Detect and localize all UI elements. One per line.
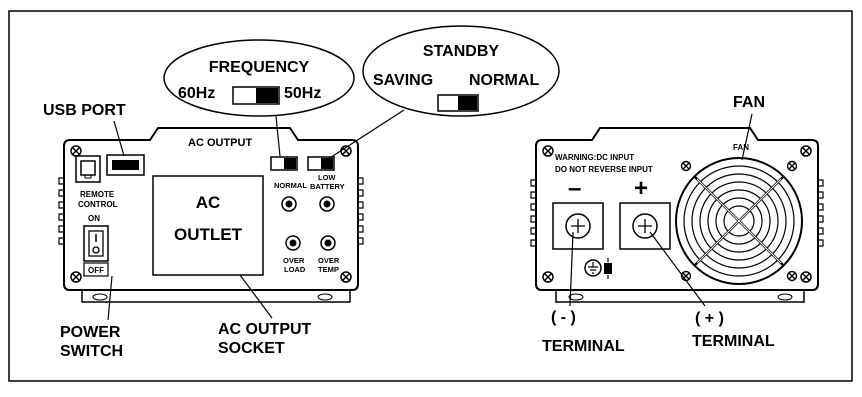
rear-left-fins	[530, 179, 536, 247]
ac-socket-leader-line	[239, 274, 273, 319]
fan-label: FAN	[733, 94, 765, 111]
remote-jack-clip	[84, 175, 92, 179]
frequency-switch-knob	[284, 158, 296, 169]
frequency-title: FREQUENCY	[209, 59, 310, 76]
power-switch-leader-line	[107, 275, 113, 321]
standby-leader-line	[321, 109, 405, 164]
rear-panel: WARNING:DC INPUT DO NOT REVERSE INPUT – …	[530, 127, 824, 303]
ac-socket-label-1: AC OUTPUT	[218, 321, 312, 338]
fan-leader-line	[741, 113, 753, 161]
front-rail-slot-left	[92, 293, 108, 301]
fan	[675, 157, 803, 285]
indicator-leds	[281, 196, 336, 251]
frequency-callout-bubble	[163, 39, 355, 117]
pos-terminal-label-2: TERMINAL	[692, 333, 775, 350]
switch-on-label: ON	[88, 214, 100, 223]
pos-terminal-label-1: ( + )	[695, 310, 724, 327]
over-load-label-1: OVER	[283, 256, 305, 265]
rear-right-fins	[818, 179, 824, 247]
fan-panel-label: FAN	[733, 143, 749, 152]
over-temp-label-1: OVER	[318, 256, 340, 265]
dc-warning-line-2: DO NOT REVERSE INPUT	[555, 165, 653, 174]
standby-normal-label: NORMAL	[469, 72, 539, 89]
power-switch[interactable]	[83, 225, 109, 262]
rear-screws	[542, 145, 812, 283]
positive-sign: +	[634, 175, 648, 202]
front-right-fins	[358, 177, 364, 245]
front-base-rail	[81, 289, 351, 303]
front-panel: AC OUTPUT REMOTE CONTROL ON OFF AC OUTLE…	[58, 127, 364, 303]
ac-outlet[interactable]	[152, 175, 264, 276]
remote-control-label-1: REMOTE	[80, 190, 115, 199]
standby-saving-label: SAVING	[373, 72, 433, 89]
rear-rail-slot-right	[777, 293, 793, 301]
standby-callout-bubble	[362, 25, 560, 117]
power-switch-label-2: SWITCH	[60, 343, 123, 360]
front-screws	[70, 145, 352, 283]
over-temp-label-2: TEMP	[318, 265, 339, 274]
negative-sign: –	[568, 175, 581, 202]
neg-terminal-label-1: ( - )	[551, 309, 576, 326]
usb-port-slot	[112, 160, 139, 170]
switch-off-mark	[92, 246, 100, 254]
switch-off-box	[83, 262, 109, 277]
remote-jack-icon	[80, 160, 96, 176]
neg-terminal-label-2: TERMINAL	[542, 338, 625, 355]
ac-outlet-label-2: OUTLET	[174, 225, 243, 244]
front-callouts: FREQUENCY 60Hz 50Hz STANDBY SAVING NORMA…	[43, 25, 560, 360]
frequency-50hz-label: 50Hz	[284, 85, 321, 102]
power-switch-rocker	[88, 230, 104, 257]
ground-bolt	[604, 263, 612, 274]
standby-callout-knob	[458, 96, 477, 110]
pos-terminal-leader-line	[649, 231, 706, 307]
ground-icon	[584, 259, 602, 277]
low-battery-label-2: BATTERY	[310, 182, 345, 191]
front-rail-slot-right	[317, 293, 333, 301]
low-battery-label-1: LOW	[318, 173, 336, 182]
ac-output-label: AC OUTPUT	[188, 137, 252, 149]
power-switch-label-1: POWER	[60, 324, 121, 341]
standby-switch-knob	[321, 158, 333, 169]
ac-socket-label-2: SOCKET	[218, 340, 285, 357]
rear-callouts: FAN ( - ) TERMINAL ( + ) TERMINAL	[542, 94, 775, 355]
over-load-label-2: LOAD	[284, 265, 306, 274]
frequency-leader-line	[275, 115, 281, 157]
usb-leader-line	[113, 120, 125, 157]
rear-base-rail	[555, 289, 805, 303]
standby-title: STANDBY	[423, 43, 499, 60]
switch-off-label: OFF	[88, 266, 104, 275]
dc-warning-line-1: WARNING:DC INPUT	[555, 153, 634, 162]
normal-led-label: NORMAL	[274, 181, 307, 190]
usb-port-label: USB PORT	[43, 102, 126, 119]
neg-terminal-leader-line	[569, 231, 574, 307]
outer-border	[8, 10, 853, 382]
ac-outlet-label-1: AC	[196, 193, 221, 212]
frequency-60hz-label: 60Hz	[178, 85, 215, 102]
rear-rail-slot-left	[568, 293, 584, 301]
remote-control-label-2: CONTROL	[78, 200, 118, 209]
front-left-fins	[58, 177, 64, 245]
frequency-callout-knob	[256, 88, 278, 103]
